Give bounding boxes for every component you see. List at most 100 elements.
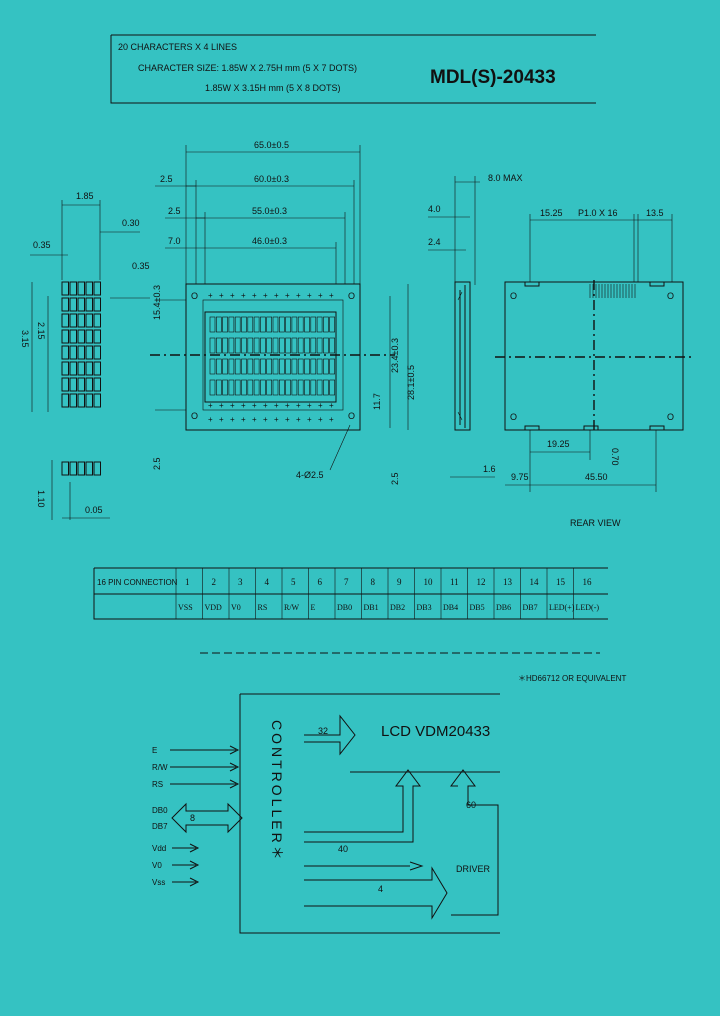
dim-view-width: 55.0±0.3: [252, 206, 287, 216]
lcd-char-cell: [209, 379, 216, 396]
rear-hole-tr: O: [667, 291, 674, 301]
bezel-mark: +: [241, 291, 246, 300]
lcd-char-cell: [247, 379, 254, 396]
char-dot-cell: [85, 313, 93, 328]
pin-name: DB6: [496, 603, 511, 612]
pin-number: 7: [344, 577, 349, 587]
lcd-char-cell: [228, 316, 235, 333]
rear-hole-tl: O: [510, 291, 517, 301]
lcd-char-cell: [278, 379, 285, 396]
lcd-char-cell: [260, 316, 266, 333]
lcd-char-cell: [234, 337, 241, 354]
char-dot-cell-small: [85, 461, 93, 476]
lcd-char-cell: [310, 358, 317, 375]
dim-side-c: 1.6: [483, 464, 496, 474]
pin-number: 5: [291, 577, 296, 587]
lcd-char-cell: [209, 358, 216, 375]
character-detail-drawing: 1.85 0.30 0.35 0.35 3.15 2.15 1.10 0.05: [20, 191, 150, 520]
char-dot-cell: [69, 297, 77, 312]
bezel-mark: +: [296, 291, 301, 300]
lcd-char-cell: [304, 337, 310, 354]
lcd-char-cell: [310, 337, 317, 354]
dim-gap-035a: 0.35: [33, 240, 51, 250]
dim-rear-c: 19.25: [547, 439, 570, 449]
bezel-mark: +: [230, 401, 235, 410]
lcd-char-cell: [234, 358, 241, 375]
lcd-char-cell: [266, 379, 273, 396]
char-dot-cell: [69, 345, 77, 360]
char-dot-cell: [93, 329, 101, 344]
lcd-char-cell: [253, 316, 260, 333]
bezel-mark: +: [329, 415, 334, 424]
bezel-mark: +: [307, 415, 312, 424]
lcd-char-cell: [323, 316, 329, 333]
lcd-char-cell: [285, 316, 291, 333]
lcd-char-cell: [291, 316, 298, 333]
lcd-char-cell: [216, 358, 222, 375]
dim-pin-offset: 11.7: [372, 393, 382, 410]
dim-char-width: 1.85: [76, 191, 94, 201]
lcd-char-cell: [247, 316, 254, 333]
lcd-char-cell: [285, 337, 291, 354]
lcd-char-cell: [241, 379, 247, 396]
lcd-char-cell: [260, 337, 266, 354]
pin-name: DB7: [523, 603, 538, 612]
pin-number: 6: [318, 577, 323, 587]
driver-label: DRIVER: [456, 864, 491, 874]
power-arrow: [172, 877, 200, 887]
bezel-mark: +: [230, 291, 235, 300]
dim-gap-035b: 0.35: [132, 261, 150, 271]
bezel-mark: +: [274, 291, 279, 300]
pin-name: LED(+): [549, 603, 575, 612]
bezel-mark: +: [296, 401, 301, 410]
pin-name: DB2: [390, 603, 405, 612]
char-dot-cell: [77, 345, 85, 360]
bezel-mark: +: [219, 291, 224, 300]
char-dot-cell: [61, 329, 69, 344]
lcd-char-cell: [285, 358, 291, 375]
pin-name: R/W: [284, 603, 300, 612]
lcd-char-cell: [272, 337, 279, 354]
input-label: E: [152, 746, 157, 755]
char-dot-cell-small: [93, 461, 101, 476]
char-dot-cell: [61, 297, 69, 312]
char-dot-cell: [93, 297, 101, 312]
dim-bottom-a: 2.5: [152, 457, 162, 470]
char-dot-cell: [85, 281, 93, 296]
pin-number: 4: [265, 577, 270, 587]
lcd-char-cell: [241, 337, 247, 354]
lcd-char-cell: [216, 316, 222, 333]
char-dot-cell: [85, 361, 93, 376]
input-arrow: [170, 762, 240, 772]
bezel-mark: +: [208, 291, 213, 300]
char-dot-cell: [69, 361, 77, 376]
char-dot-cell-small: [61, 461, 69, 476]
bezel-mark: +: [318, 415, 323, 424]
lcd-char-cell: [272, 379, 279, 396]
char-dot-cell: [61, 313, 69, 328]
lcd-char-cell: [323, 337, 329, 354]
lcd-char-cell: [253, 337, 260, 354]
rear-hole-bl: O: [510, 412, 517, 422]
bezel-mark: +: [307, 291, 312, 300]
dim-side-b: 2.4: [428, 237, 441, 247]
lcd-char-cell: [316, 316, 323, 333]
dim-rear-pitch: P1.0 X 16: [578, 208, 618, 218]
power-label: Vss: [152, 878, 165, 887]
lcd-char-cell: [234, 379, 241, 396]
lcd-char-cell: [291, 379, 298, 396]
bus-60: 60: [466, 800, 476, 810]
pin-number: 10: [424, 577, 434, 587]
lcd-char-cell: [253, 379, 260, 396]
lcd-char-cell: [323, 358, 329, 375]
dim-char-h-315: 3.15: [20, 330, 30, 348]
bezel-mark: +: [230, 415, 235, 424]
pin-number: 12: [477, 577, 486, 587]
char-dot-cell: [77, 329, 85, 344]
char-dot-cell: [69, 313, 77, 328]
char-dot-cell: [69, 393, 77, 408]
bus-32: 32: [318, 726, 328, 736]
bus-4: 4: [378, 884, 383, 894]
input-arrow: [170, 779, 240, 789]
